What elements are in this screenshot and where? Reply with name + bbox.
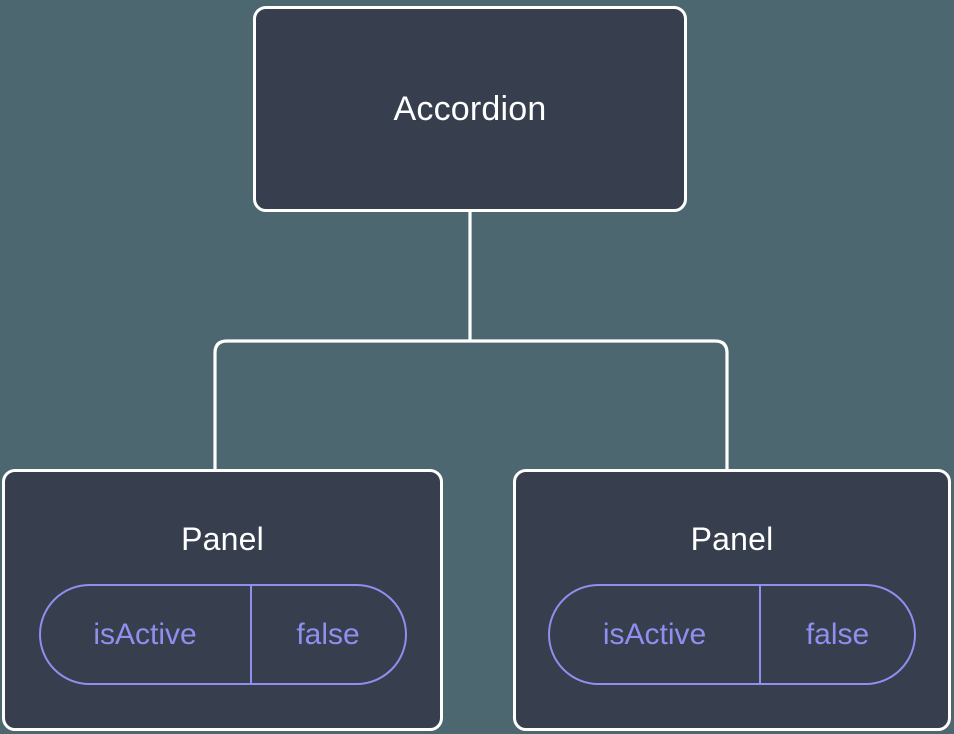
tree-node-panel-1[interactable]: Panel isActive false <box>513 469 951 731</box>
node-title: Accordion <box>393 90 547 128</box>
edge-root-to-panel-1 <box>470 339 729 472</box>
state-value: false <box>249 586 405 683</box>
node-title: Panel <box>690 521 774 557</box>
state-key: isActive <box>93 617 197 651</box>
tree-node-accordion[interactable]: Accordion <box>253 6 687 212</box>
node-title: Panel <box>181 521 264 557</box>
state-key: isActive <box>602 617 707 651</box>
state-value: false <box>759 586 914 683</box>
state-badge[interactable]: isActive false <box>38 584 407 685</box>
state-badge[interactable]: isActive false <box>548 584 916 685</box>
edge-root-to-panel-0 <box>213 339 470 472</box>
tree-node-panel-0[interactable]: Panel isActive false <box>2 469 443 731</box>
